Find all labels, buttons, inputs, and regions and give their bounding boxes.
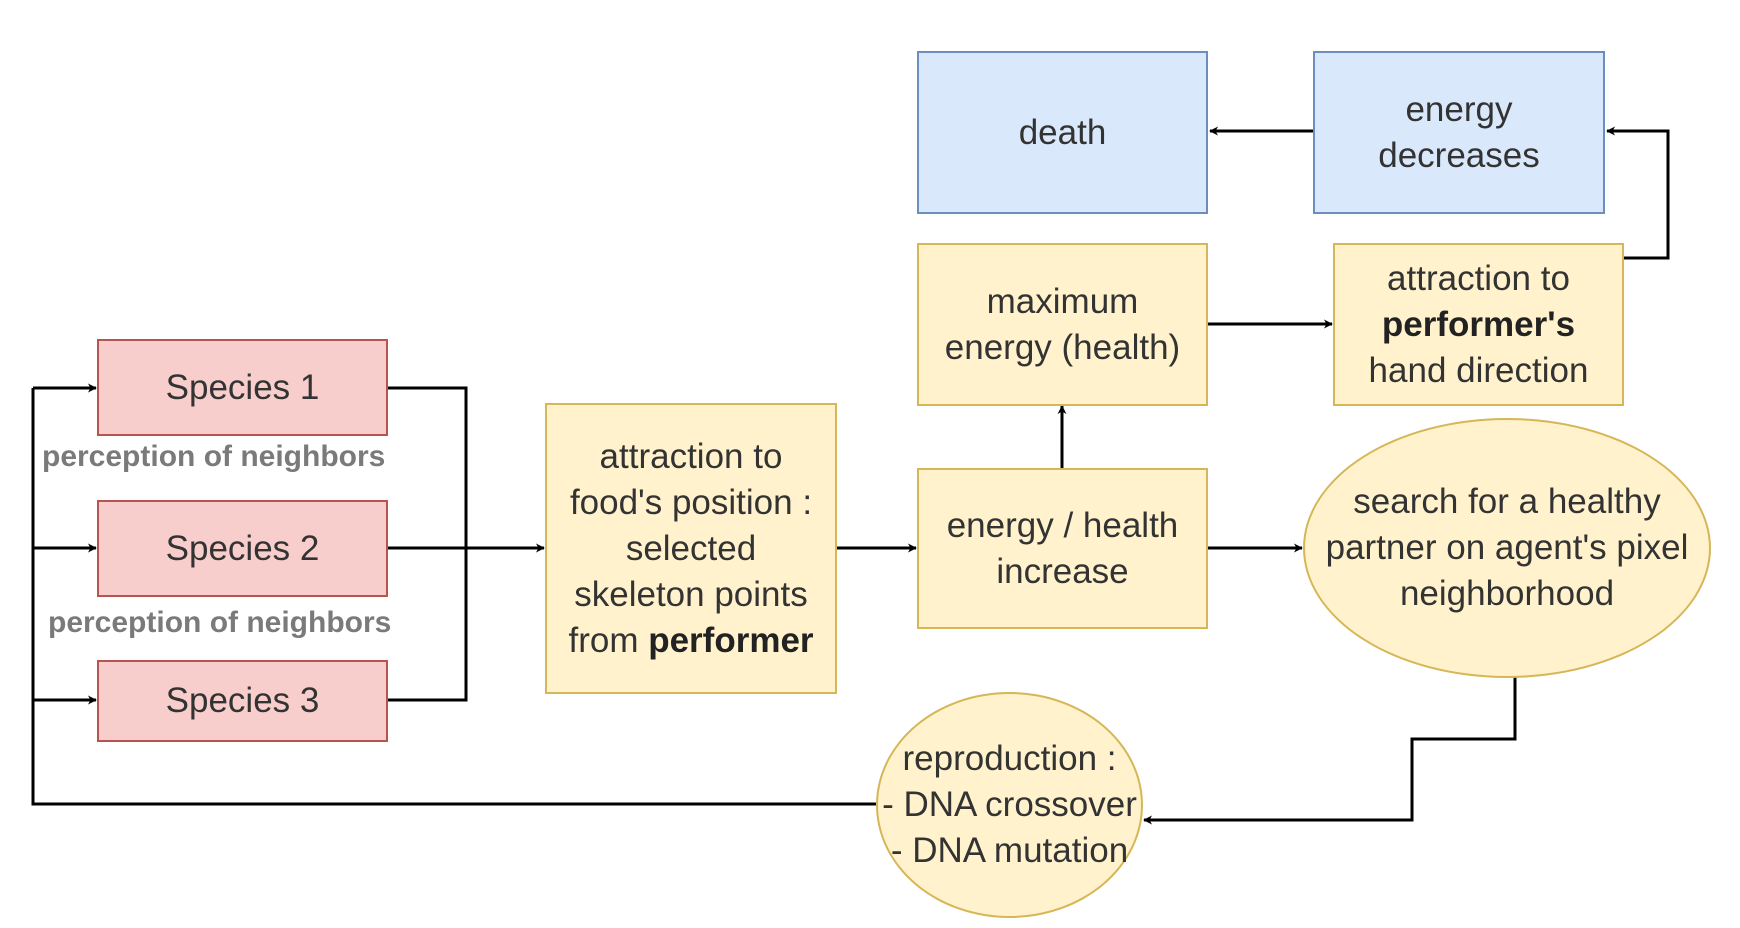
species-1-label: Species 1 [165, 367, 320, 407]
partner-search-node[interactable]: search for a healthy partner on agent's … [1303, 418, 1711, 678]
food-attraction-line-1: attraction to [599, 436, 783, 476]
food-attraction-node[interactable]: attraction to food's position : selected… [545, 403, 837, 694]
energy-decreases-node[interactable]: energy decreases [1313, 51, 1605, 214]
food-attraction-line-2: food's position : [569, 482, 813, 522]
reproduction-node[interactable]: reproduction : - DNA crossover - DNA mut… [876, 692, 1143, 918]
perception-label-1: perception of neighbors [42, 440, 386, 473]
hand-attraction-line-3: hand direction [1368, 350, 1589, 390]
reproduction-line-2: - DNA crossover [882, 785, 1137, 824]
partner-search-line-1: search for a healthy [1353, 482, 1661, 521]
max-energy-node[interactable]: maximum energy (health) [917, 243, 1208, 406]
edge-partner-search-to-reproduction [1143, 677, 1517, 825]
energy-increase-line-2: increase [996, 551, 1129, 591]
food-attraction-line-4: skeleton points [574, 574, 808, 614]
hand-attraction-node[interactable]: attraction to performer's hand direction [1333, 243, 1624, 406]
food-attraction-line-5: from performer [568, 618, 813, 664]
energy-decreases-line-1: energy [1405, 89, 1513, 129]
edge-reproduction-to-species [31, 388, 876, 806]
food-attraction-line-3: selected [625, 528, 757, 568]
max-energy-line-1: maximum [986, 281, 1139, 321]
death-node[interactable]: death [917, 51, 1208, 214]
hand-attraction-line-1: attraction to [1387, 258, 1570, 298]
species-3-node[interactable]: Species 3 [97, 660, 388, 742]
edge-hand-attraction-to-energy-decreases [1606, 126, 1670, 260]
species-3-label: Species 3 [165, 681, 320, 720]
partner-search-line-2: partner on agent's pixel [1325, 528, 1689, 567]
death-label: death [1018, 112, 1107, 152]
perception-label-2: perception of neighbors [48, 606, 392, 639]
energy-increase-line-1: energy / health [946, 505, 1179, 545]
hand-attraction-line-2: performer's [1381, 304, 1576, 344]
max-energy-line-2: energy (health) [944, 327, 1181, 367]
species-1-node[interactable]: Species 1 [97, 339, 388, 436]
reproduction-line-1: reproduction : [902, 739, 1117, 778]
species-2-label: Species 2 [165, 528, 320, 568]
energy-decreases-line-2: decreases [1378, 135, 1540, 175]
energy-increase-node[interactable]: energy / health increase [917, 468, 1208, 629]
reproduction-line-3: - DNA mutation [890, 831, 1129, 870]
species-2-node[interactable]: Species 2 [97, 500, 388, 597]
edge-species-1-merge [387, 386, 468, 702]
food-attraction-performer: performer [648, 620, 814, 660]
partner-search-line-3: neighborhood [1399, 574, 1615, 613]
food-attraction-prefix: from [568, 620, 649, 660]
